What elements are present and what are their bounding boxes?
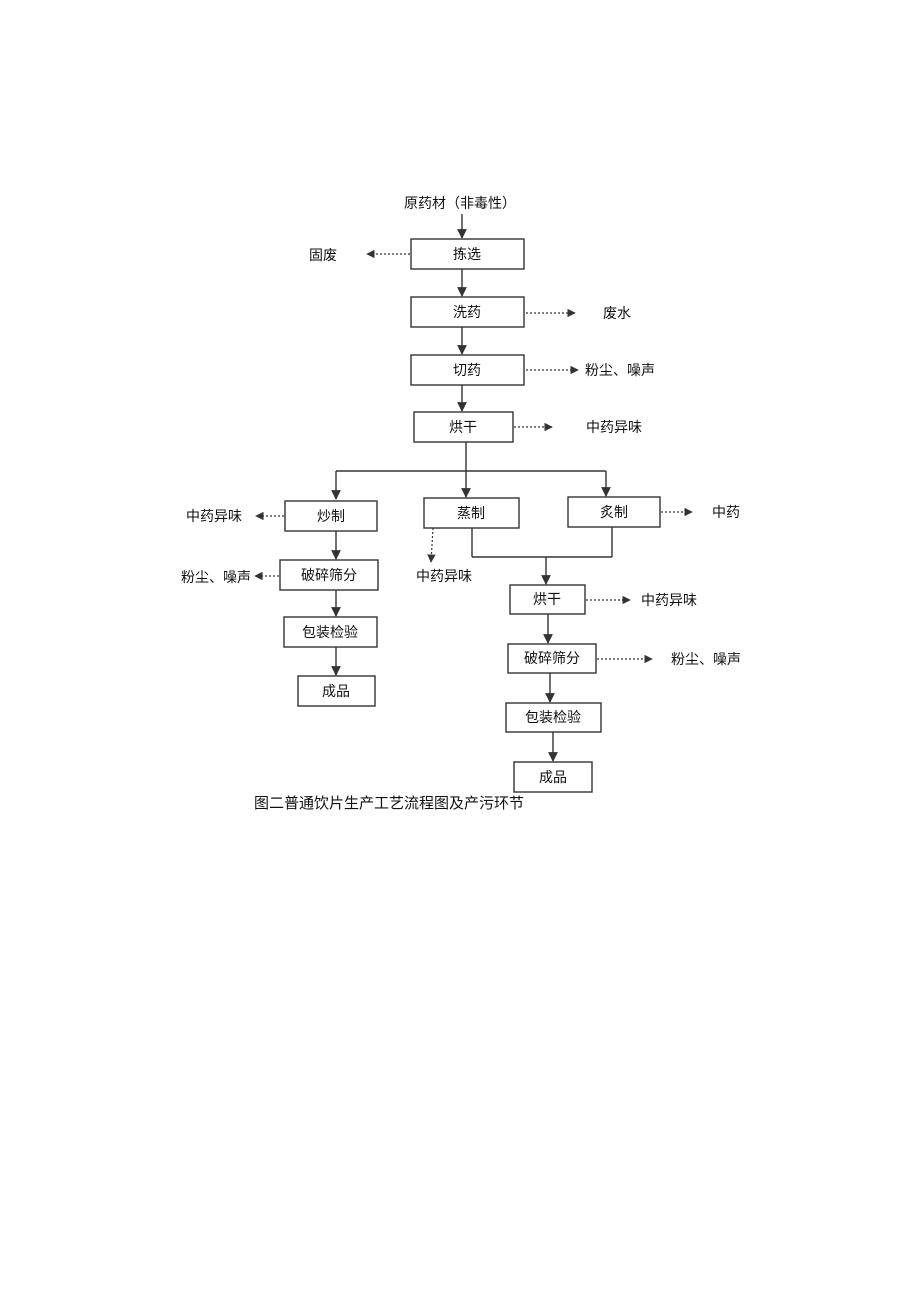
step-fry-label: 炒制: [317, 509, 345, 525]
output-dust-noise-right: 粉尘、噪声: [671, 652, 741, 668]
step-product-left: 成品: [297, 675, 376, 707]
step-product-right: 成品: [513, 761, 593, 793]
step-cut-label: 切药: [453, 363, 481, 379]
output-odor-steam: 中药异味: [416, 569, 472, 585]
step-steam: 蒸制: [423, 497, 520, 529]
output-wastewater: 废水: [603, 306, 631, 322]
step-steam-label: 蒸制: [457, 506, 485, 522]
step-pack-left-label: 包装检验: [302, 625, 358, 641]
output-odor-dry2: 中药异味: [641, 593, 697, 609]
step-dry: 烘干: [413, 411, 514, 443]
output-dust-noise-cut: 粉尘、噪声: [585, 363, 655, 379]
step-crush-left-label: 破碎筛分: [301, 568, 357, 584]
step-pack-right: 包装检验: [505, 702, 602, 733]
step-pick: 拣选: [410, 238, 525, 270]
figure-caption: 图二普通饮片生产工艺流程图及产污环节: [254, 794, 524, 812]
step-wash-label: 洗药: [453, 305, 481, 321]
output-solid-waste: 固废: [309, 248, 337, 264]
output-dust-noise-left: 粉尘、噪声: [181, 570, 251, 586]
output-odor-dry: 中药异味: [586, 420, 642, 436]
step-pack-right-label: 包装检验: [525, 710, 581, 726]
step-pick-label: 拣选: [453, 247, 481, 263]
step-crush-right-label: 破碎筛分: [524, 651, 580, 667]
step-wash: 洗药: [410, 296, 525, 328]
raw-material-title: 原药材（非毒性）: [404, 196, 516, 212]
output-odor-fry: 中药异味: [186, 509, 242, 525]
output-odor-roast: 中药: [712, 505, 740, 521]
step-crush-left: 破碎筛分: [279, 559, 379, 591]
output-connectors: [254, 249, 693, 664]
step-crush-right: 破碎筛分: [507, 643, 597, 674]
step-roast-label: 炙制: [600, 505, 628, 521]
step-dry2-label: 烘干: [533, 592, 561, 608]
step-pack-left: 包装检验: [283, 616, 378, 648]
step-roast: 炙制: [567, 496, 661, 528]
step-dry2: 烘干: [509, 584, 586, 615]
step-cut: 切药: [410, 354, 525, 386]
step-fry: 炒制: [284, 500, 378, 532]
step-dry-label: 烘干: [449, 420, 477, 436]
step-product-left-label: 成品: [322, 684, 350, 700]
step-product-right-label: 成品: [539, 770, 567, 786]
main-connectors: [331, 214, 613, 762]
